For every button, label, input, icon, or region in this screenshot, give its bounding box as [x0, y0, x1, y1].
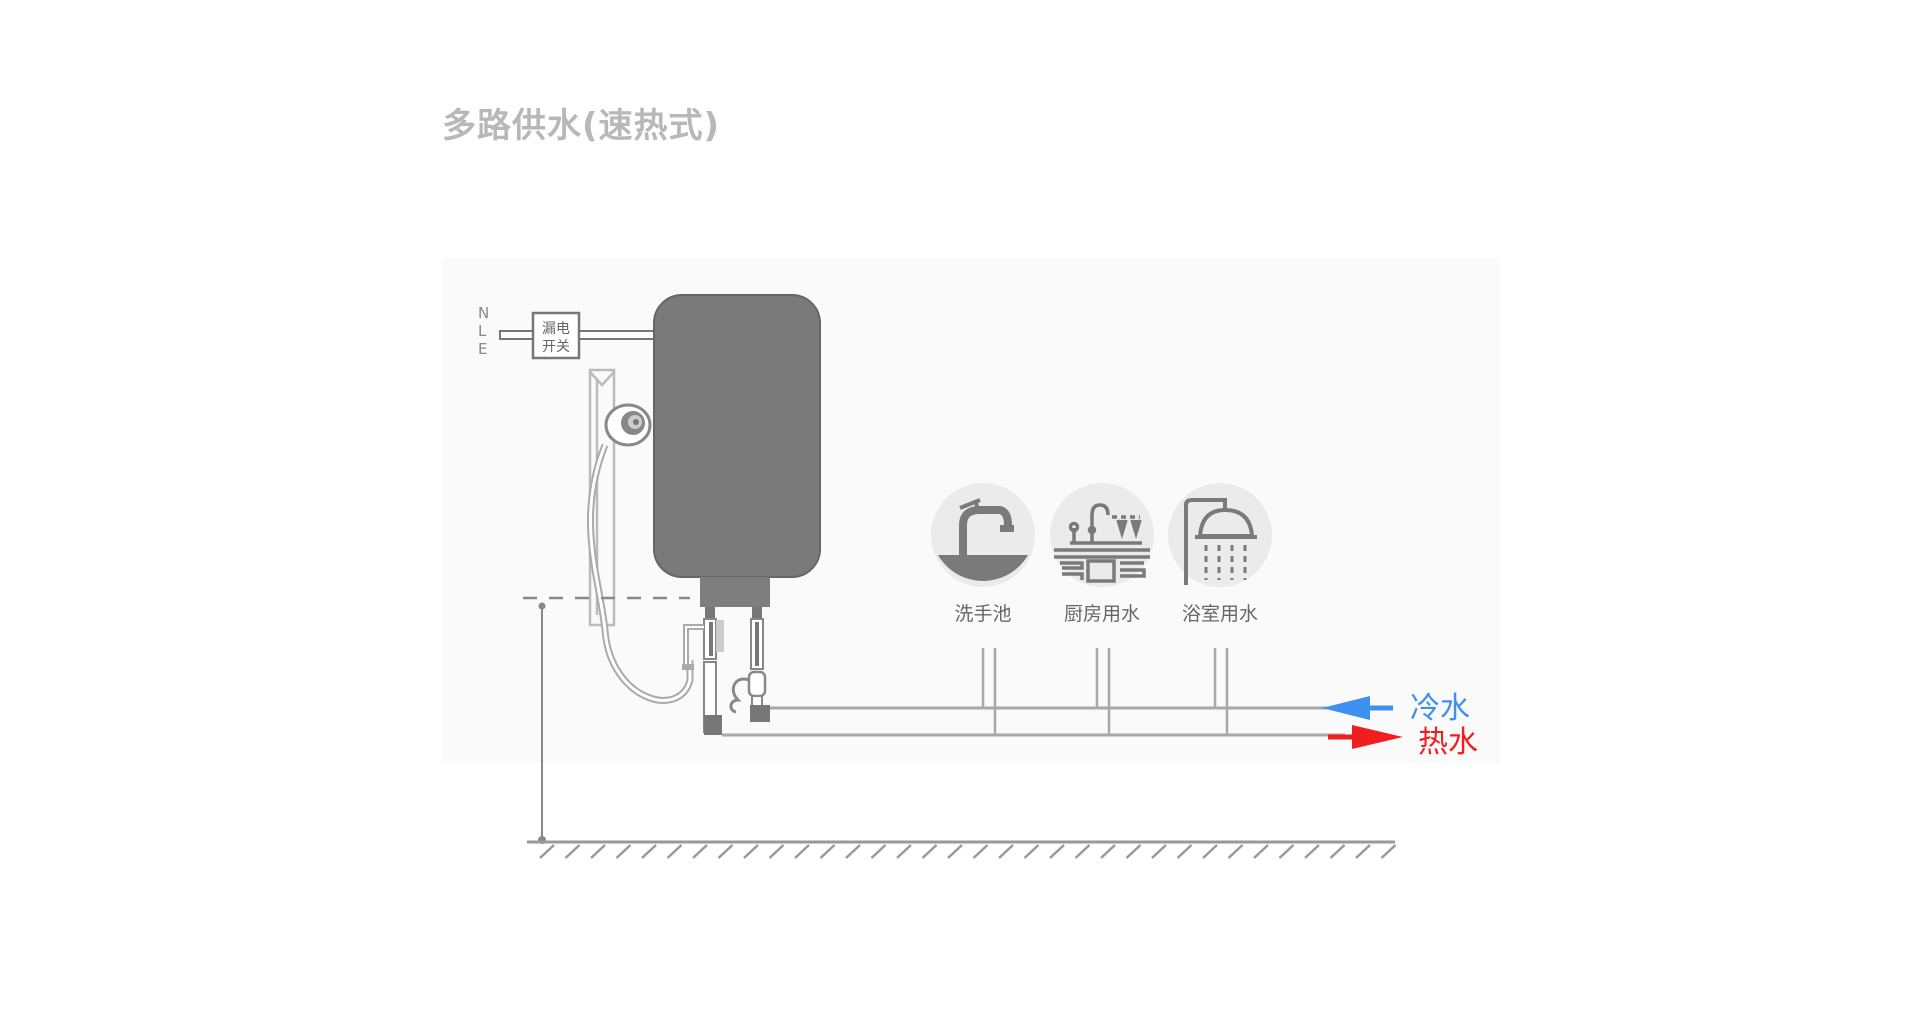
ground-hatch-mark	[1023, 844, 1040, 859]
ground-hatch-mark	[1202, 844, 1218, 859]
ground-line	[527, 840, 1397, 859]
outlet-label-bathroom: 浴室用水	[1182, 603, 1258, 625]
ground-hatch-mark	[1329, 844, 1346, 859]
cold-inlet-fitting	[729, 607, 770, 722]
kitchen-sink-icon	[1050, 483, 1154, 587]
ground-hatch-mark	[1278, 844, 1295, 859]
outlet-label-kitchen: 厨房用水	[1064, 603, 1140, 625]
ground-hatch-mark	[1304, 844, 1320, 859]
ground-hatch-mark	[1380, 844, 1397, 859]
ground-hatch-mark	[972, 844, 989, 859]
ground-hatch-mark	[641, 844, 657, 859]
heater-bottom-connector	[700, 577, 770, 607]
riser-pipes	[981, 648, 1229, 735]
outlet-label-basin: 洗手池	[954, 603, 1011, 625]
outlet-basin: 洗手池	[931, 483, 1035, 625]
ground-hatch-mark	[947, 844, 963, 859]
switch-label-1: 漏电	[542, 321, 570, 337]
ground-hatch-mark	[870, 844, 887, 859]
ground-hatch-mark	[794, 844, 810, 859]
faucet-basin-icon	[931, 483, 1035, 587]
ground-hatch-mark	[717, 844, 734, 859]
water-heater	[653, 294, 821, 578]
ground-hatch-mark	[819, 844, 836, 859]
ground-hatch-mark	[998, 844, 1014, 859]
ground-hatch-mark	[539, 844, 555, 859]
ground-hatch-mark	[692, 844, 708, 859]
ground-hatch-mark	[1227, 844, 1244, 859]
hot-water-legend: 热水	[1328, 725, 1478, 760]
diagram-title: 多路供水(速热式)	[442, 106, 721, 146]
ground-hatch-mark	[615, 844, 632, 859]
terminal-n: N	[478, 304, 489, 322]
leakage-switch: 漏电 开关	[531, 311, 581, 360]
power-terminals: N L E	[478, 304, 489, 358]
hot-outlet-fitting	[682, 607, 724, 735]
ground-hatch-mark	[666, 844, 683, 859]
ground-hatch-mark	[1074, 844, 1091, 859]
hot-arrow-icon	[1352, 725, 1403, 749]
ground-hatch-mark	[845, 844, 861, 859]
outlet-bathroom: 浴室用水	[1168, 483, 1272, 625]
ground-hatch-mark	[1100, 844, 1116, 859]
ground-hatch-mark	[1125, 844, 1142, 859]
cold-arrow-icon	[1322, 696, 1370, 720]
shower-head-icon	[1168, 483, 1272, 587]
ground-hatch-mark	[564, 844, 581, 859]
hot-water-label: 热水	[1418, 725, 1478, 760]
ground-hatch-mark	[921, 844, 938, 859]
terminal-e: E	[478, 340, 487, 358]
terminal-l: L	[478, 322, 487, 340]
ground-hatch-mark	[768, 844, 785, 859]
ground-hatch-mark	[743, 844, 759, 859]
switch-label-2: 开关	[542, 339, 570, 355]
shower-head-handset	[604, 403, 652, 447]
outlet-kitchen: 厨房用水	[1050, 483, 1154, 625]
ground-hatch-mark	[1355, 844, 1371, 859]
ground-hatch-mark	[1151, 844, 1167, 859]
ground-hatch-mark	[896, 844, 912, 859]
ground-hatch-mark	[1049, 844, 1065, 859]
cold-water-label: 冷水	[1410, 691, 1470, 726]
ground-hatch-mark	[1253, 844, 1269, 859]
ground-hatch-mark	[590, 844, 606, 859]
cold-water-legend: 冷水	[1322, 691, 1470, 726]
ground-hatch-mark	[1176, 844, 1193, 859]
